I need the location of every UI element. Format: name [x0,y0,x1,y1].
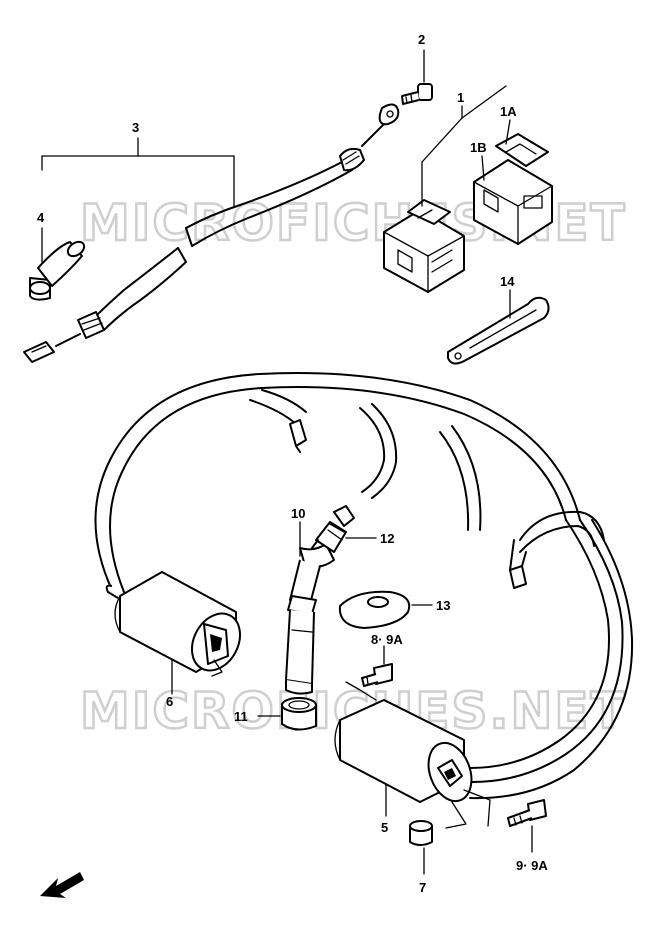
callout-13: 13 [436,598,450,613]
front-arrow-icon [40,872,84,898]
callout-9-9a: 9· 9A [516,858,548,873]
high-tension-leads [94,372,634,800]
bolt-part-8 [361,663,393,687]
callout-8-9a: 8· 9A [371,632,403,647]
callout-1: 1 [457,90,464,105]
bolt-part-2 [401,83,433,105]
grommet-part-13 [338,590,411,629]
callout-5: 5 [381,820,388,835]
bracket-part-14 [447,296,550,365]
cap-part-4 [29,240,86,301]
spacer-part-7 [409,820,433,846]
callout-7: 7 [419,880,426,895]
callout-11: 11 [234,709,248,724]
ignition-coil-part-6 [105,571,241,677]
leader-1b [481,155,485,181]
callout-3: 3 [132,120,139,135]
callout-2: 2 [418,32,425,47]
bolt-part-9 [507,799,547,827]
callout-1b: 1B [470,140,487,155]
leader-1 [421,85,507,207]
ring-part-11 [281,697,317,731]
leader-3 [41,137,235,207]
leader-1a [505,119,511,145]
callout-14: 14 [500,274,515,289]
leader-8-to-coil [345,681,377,701]
ignition-coil-part-5 [334,699,491,829]
connector-part-1 [383,133,553,293]
plug-cap-part-10 [285,543,335,695]
terminal-part-12 [311,505,355,553]
callout-12: 12 [380,531,394,546]
callout-6: 6 [166,694,173,709]
lead-wire-part-3 [23,103,400,363]
callout-10: 10 [291,506,305,521]
callout-4: 4 [37,210,45,225]
callout-1a: 1A [500,104,517,119]
